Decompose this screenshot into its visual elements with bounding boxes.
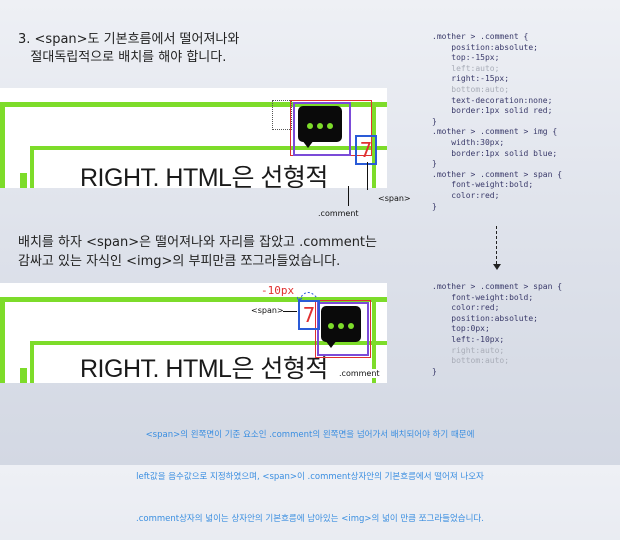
green-line-left-inner <box>20 173 27 188</box>
code-line: border:1px solid blue; <box>432 148 558 158</box>
green-line-left-inner <box>20 368 27 383</box>
code-line: .mother > .comment > span { <box>432 169 563 179</box>
green-line-mid-vertical <box>30 341 34 383</box>
note-line-1: <span>의 왼쪽면이 기준 요소인 .comment의 왼쪽면을 넘어가서 … <box>145 430 475 440</box>
code-line: .mother > .comment > img { <box>432 127 558 137</box>
offset-arrow-icon <box>297 292 318 302</box>
code-line: color:red; <box>432 190 500 200</box>
green-line-left-outer <box>0 297 5 383</box>
chat-bubble-icon <box>298 106 342 142</box>
chat-bubble-tail <box>302 140 314 148</box>
code-line: left:auto; <box>432 63 500 73</box>
span-label-1: <span> <box>378 194 411 203</box>
green-line-right <box>372 297 376 383</box>
span-pointer-line-1 <box>367 162 368 190</box>
code-line: right:auto; <box>432 345 505 355</box>
code-line: border:1px solid red; <box>432 106 553 116</box>
code-line: .mother > .comment { <box>432 32 529 41</box>
code-block-2: .mother > .comment > span { font-weight:… <box>432 282 562 377</box>
code-line: } <box>432 159 437 169</box>
section2-heading-line1: 배치를 하자 <span>은 떨어져나와 자리를 잡았고 .comment는 <box>18 235 377 250</box>
span-seven-2: 7 <box>298 300 320 330</box>
section1-heading-line2: 절대독립적으로 배치를 해야 합니다. <box>18 50 227 65</box>
code-line: font-weight:bold; <box>432 292 534 302</box>
comment-label-2: .comment <box>338 369 381 378</box>
span-label-2: <span> <box>251 306 284 315</box>
code-line: bottom:auto; <box>432 84 510 94</box>
demo-panel-1: RIGHT. HTML은 선형적 7 <box>0 88 387 188</box>
chat-bubble-icon-2 <box>321 306 361 342</box>
code-line: top:0px; <box>432 324 490 334</box>
green-line-top <box>0 297 387 302</box>
chat-bubble-tail-2 <box>325 340 337 348</box>
code-line: } <box>432 366 437 376</box>
original-position-marker <box>272 100 292 130</box>
code-line: top:-15px; <box>432 53 500 63</box>
code-line: position:absolute; <box>432 42 538 52</box>
code-line: left:-10px; <box>432 334 505 344</box>
green-line-left-outer <box>0 102 5 188</box>
span-seven: 7 <box>355 135 377 165</box>
green-line-mid-vertical <box>30 146 34 188</box>
code-line: bottom:auto; <box>432 356 510 366</box>
code-line: position:absolute; <box>432 313 538 323</box>
code-line: font-weight:bold; <box>432 180 534 190</box>
right-html-text-2: RIGHT. HTML은 선형적 <box>80 355 328 383</box>
green-line-right <box>372 102 376 188</box>
offset-label: -10px <box>261 284 295 297</box>
demo-panel-2: RIGHT. HTML은 선형적 7 <box>0 283 387 383</box>
code-line: .mother > .comment > span { <box>432 282 563 291</box>
explanation-note: <span>의 왼쪽면이 기준 요소인 .comment의 왼쪽면을 넘어가서 … <box>0 400 620 540</box>
code-block-1: .mother > .comment { position:absolute; … <box>432 32 562 212</box>
comment-label-1: .comment <box>318 209 359 218</box>
comment-pointer-line-1 <box>348 186 349 206</box>
code-line: text-decoration:none; <box>432 95 553 105</box>
green-line-top <box>0 102 387 107</box>
code-line: } <box>432 116 437 126</box>
code-line: right:-15px; <box>432 74 510 84</box>
note-line-2: left값을 음수값으로 지정하였으며, <span>이 .comment상자안… <box>136 472 484 482</box>
flow-arrow-head-icon <box>493 264 501 270</box>
flow-arrow-line <box>496 226 497 264</box>
section1-heading-line1: 3. <span>도 기본흐름에서 떨어져나와 <box>18 32 240 47</box>
note-line-3: .comment상자의 넓이는 상자안의 기본흐름에 남아있는 <img>의 넓… <box>136 514 484 524</box>
code-line: } <box>432 201 437 211</box>
code-line: color:red; <box>432 303 500 313</box>
green-line-mid <box>30 341 387 345</box>
right-html-text-1: RIGHT. HTML은 선형적 <box>80 164 328 188</box>
section2-heading-line2: 감싸고 있는 자식인 <img>의 부피만큼 쪼그라들었습니다. <box>18 254 341 269</box>
img-box-outline <box>293 102 351 156</box>
green-line-mid <box>30 146 387 150</box>
span-pointer-line-2 <box>283 311 297 312</box>
code-line: width:30px; <box>432 137 505 147</box>
